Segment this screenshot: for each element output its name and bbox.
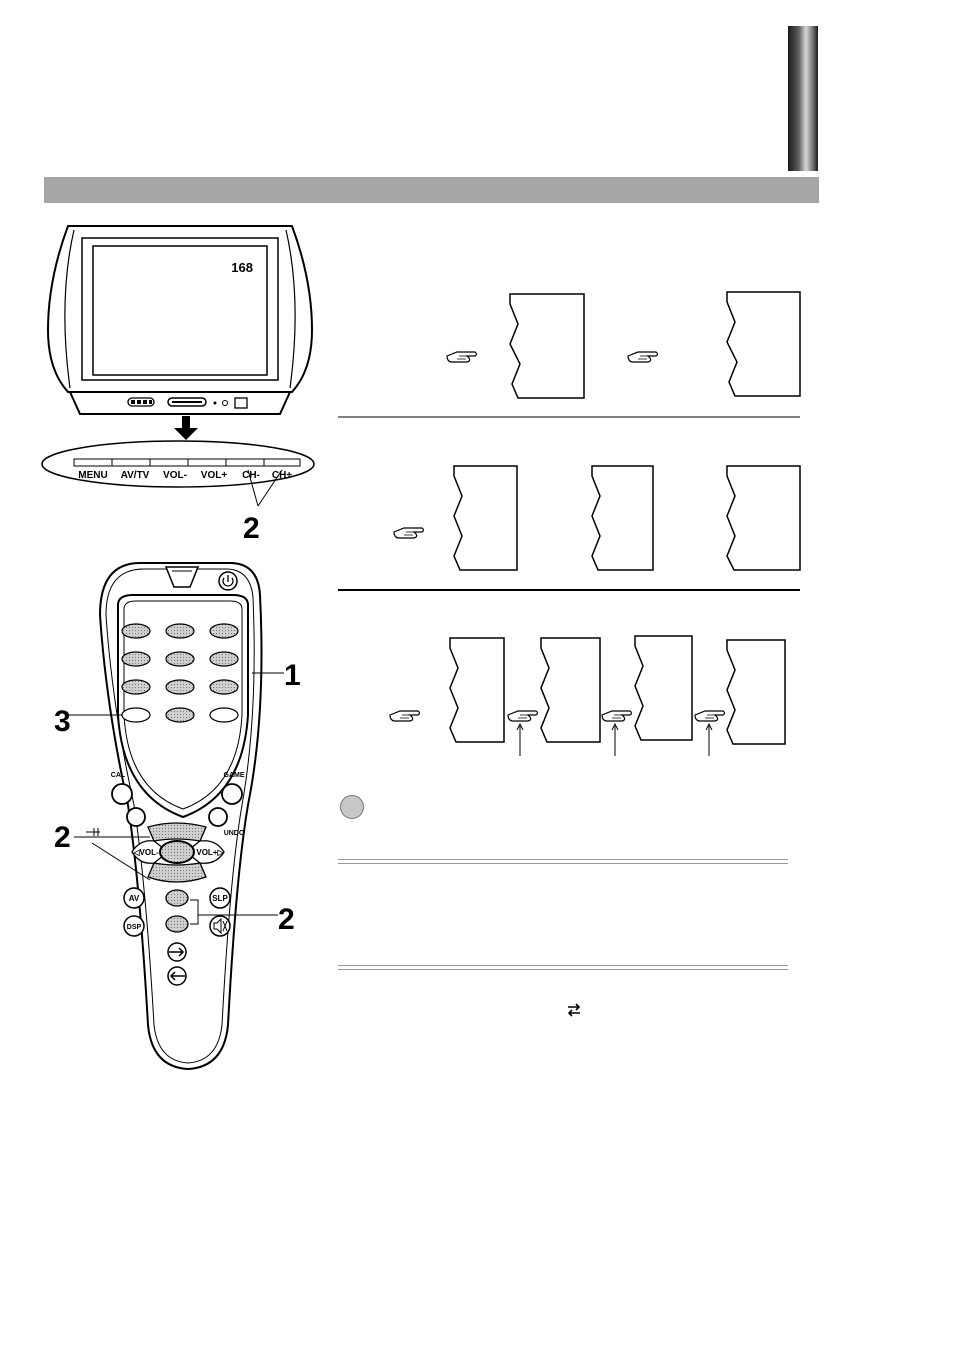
menu-diagrams: [338, 291, 801, 756]
ok-button[interactable]: [159, 840, 195, 864]
cal-label: CAL: [111, 772, 126, 779]
menu-screen-box: [453, 465, 518, 571]
power-icon: [222, 577, 234, 587]
cal-button[interactable]: [111, 783, 133, 805]
remote-illustration: CAL GAME UNDO ◁VOL- VOL+▷ AV SLP DSP 1 3…: [54, 562, 301, 1071]
swap-icon: [567, 1003, 581, 1017]
callout-3: 3: [54, 705, 71, 738]
tv-screen: [92, 245, 268, 376]
dsp-label: DSP: [127, 924, 142, 931]
menu-screen-box: [591, 465, 654, 571]
channel-down-button[interactable]: [147, 862, 207, 883]
rule: [338, 863, 788, 864]
pointing-hand-icon: [507, 710, 539, 722]
power-button[interactable]: [218, 571, 238, 591]
panel-button-avtv: AV/TV: [121, 470, 150, 481]
game-button[interactable]: [221, 783, 243, 805]
arrow-up-icon: [611, 722, 619, 731]
channel-up-button[interactable]: [147, 822, 207, 842]
menu-screen-box: [726, 639, 786, 745]
slp-label: SLP: [212, 894, 228, 903]
pointing-hand-icon: [694, 710, 726, 722]
rule: [338, 859, 788, 860]
callout-2a: 2: [54, 821, 71, 854]
callout-number: 2: [243, 512, 260, 545]
rule: [338, 965, 788, 966]
av-button[interactable]: [123, 887, 145, 909]
panel-button-vol-minus: VOL-: [163, 470, 187, 481]
number-pad-area: [117, 594, 249, 819]
panel-button-menu: MENU: [78, 470, 107, 481]
undo-button[interactable]: [208, 807, 228, 827]
arrow-right-icon: [169, 947, 185, 957]
pointing-hand-icon: [601, 710, 633, 722]
section-header-bar: [44, 177, 819, 203]
vol-plus-label: VOL+▷: [196, 848, 224, 857]
rule: [338, 969, 788, 970]
skip-icon: [86, 828, 100, 836]
left-round-button[interactable]: [126, 807, 146, 827]
tv-illustration: 168 MENU AV/TV VOL- VOL+ CH- CH+ 2: [41, 225, 315, 545]
forward-button[interactable]: [167, 942, 187, 962]
menu-screen-box: [726, 465, 801, 571]
section-tab: [788, 26, 818, 171]
program-down-button[interactable]: [165, 915, 189, 933]
menu-screen-box: [726, 291, 801, 397]
number-keys[interactable]: [121, 623, 239, 723]
dsp-button[interactable]: [123, 915, 145, 937]
arrow-left-icon: [169, 971, 185, 981]
panel-button-ch-plus: CH+: [272, 470, 292, 481]
menu-screen-box: [540, 637, 601, 743]
channel-display: 168: [231, 260, 253, 275]
mute-icon: [213, 917, 228, 935]
menu-screen-box: [509, 293, 585, 399]
callout-1: 1: [284, 659, 301, 692]
pointing-hand-icon: [389, 710, 421, 722]
undo-label: UNDO: [224, 830, 245, 837]
note-icon: [340, 795, 364, 819]
pointing-hand-icon: [446, 351, 478, 363]
pointing-hand-icon: [627, 351, 659, 363]
arrow-up-icon: [705, 722, 713, 731]
game-label: GAME: [224, 772, 245, 779]
slp-button[interactable]: [209, 887, 231, 909]
menu-screen-box: [449, 637, 505, 743]
arrow-up-icon: [516, 722, 524, 731]
arrow-down-icon: [174, 428, 198, 440]
callout-2b: 2: [278, 903, 295, 936]
back-button[interactable]: [167, 966, 187, 986]
menu-screen-box: [634, 635, 693, 741]
vol-minus-label: ◁VOL-: [132, 848, 159, 857]
panel-button-ch-minus: CH-: [242, 470, 260, 481]
program-up-button[interactable]: [165, 889, 189, 907]
panel-button-vol-plus: VOL+: [201, 470, 228, 481]
av-label: AV: [129, 894, 140, 903]
pointing-hand-icon: [393, 527, 425, 539]
